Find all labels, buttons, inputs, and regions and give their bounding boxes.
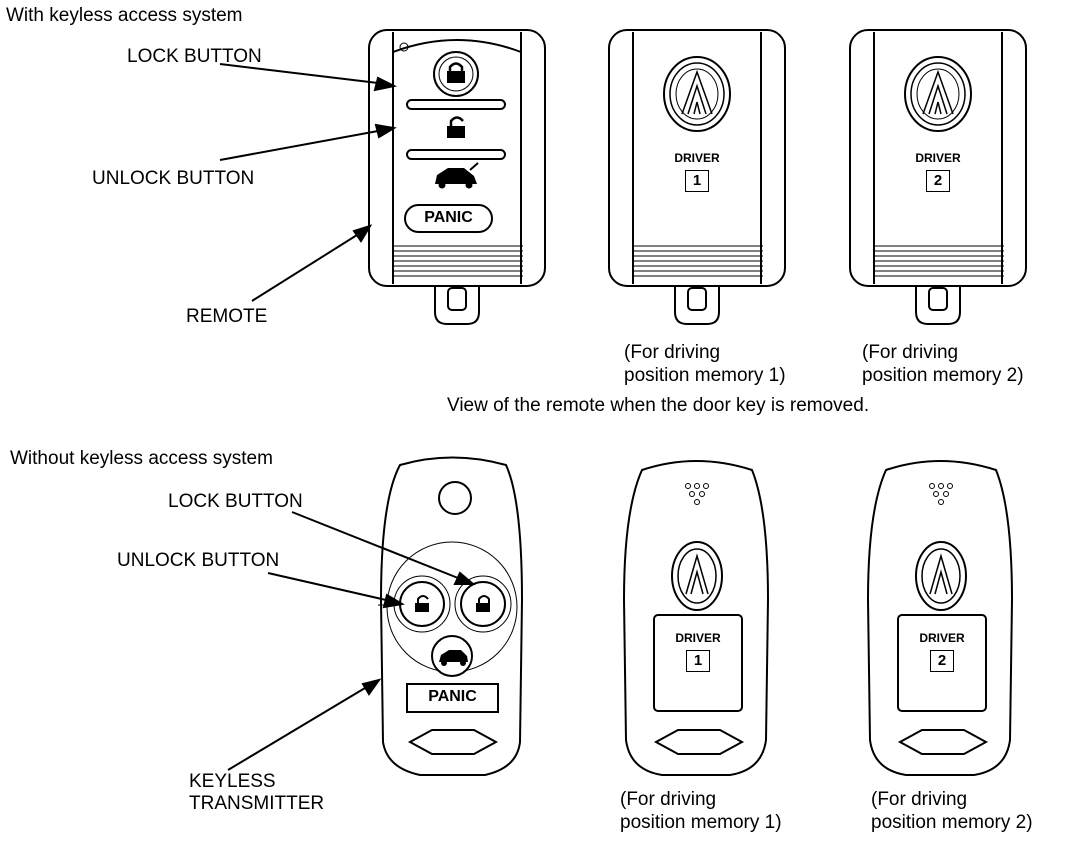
- driver-number-box: 1: [686, 650, 710, 672]
- key-release-button[interactable]: [438, 481, 472, 515]
- unlock-icon: [447, 116, 465, 138]
- removed-key-note: View of the remote when the door key is …: [447, 395, 870, 416]
- transmitter-label-line1: KEYLESS: [189, 771, 276, 792]
- driver-tag: DRIVER: [674, 151, 720, 165]
- unlock-button[interactable]: [447, 116, 465, 139]
- vehicle-icon: [435, 162, 479, 189]
- key-ring-icon: [674, 281, 720, 325]
- panic-button[interactable]: [404, 204, 493, 233]
- memory-remote-1: [608, 29, 786, 325]
- lock-button-label: LOCK BUTTON: [168, 491, 303, 512]
- driver-tag: DRIVER: [919, 631, 965, 645]
- memory-caption-line1: (For driving: [862, 342, 959, 363]
- lock-icon: [447, 62, 465, 83]
- driver-number-box: 1: [685, 170, 709, 192]
- vehicle-icon: [439, 650, 468, 666]
- panic-button-transmitter[interactable]: [406, 683, 499, 713]
- driver-number-box: 2: [930, 650, 954, 672]
- memory-caption-line1: (For driving: [871, 789, 968, 810]
- trunk-button[interactable]: [435, 162, 479, 189]
- transmitter-label-line2: TRANSMITTER: [189, 793, 325, 814]
- lock-button-label: LOCK BUTTON: [127, 46, 262, 67]
- section-heading-no-keyless: Without keyless access system: [10, 448, 273, 469]
- memory-caption-line1: (For driving: [624, 342, 721, 363]
- acura-logo-icon: [663, 56, 731, 132]
- memory-caption-line1: (For driving: [620, 789, 717, 810]
- lock-icon: [476, 595, 490, 612]
- memory-caption-line2: position memory 1): [620, 812, 782, 833]
- memory-remote-2: [849, 29, 1027, 325]
- remote-label: REMOTE: [186, 306, 268, 327]
- acura-logo-icon: [904, 56, 972, 132]
- driver-tag: DRIVER: [675, 631, 721, 645]
- acura-logo-icon: [671, 541, 723, 611]
- button-divider: [406, 99, 506, 110]
- leader-arrows: [219, 63, 476, 771]
- key-ring-icon: [434, 281, 480, 325]
- button-divider: [406, 149, 506, 160]
- memory-caption-line2: position memory 1): [624, 365, 786, 386]
- memory-caption-line2: position memory 2): [862, 365, 1024, 386]
- memory-fob-1: [622, 460, 770, 776]
- unlock-button-label: UNLOCK BUTTON: [92, 168, 255, 189]
- key-ring-icon: [915, 281, 961, 325]
- lock-button[interactable]: [433, 51, 479, 97]
- panic-label: PANIC: [428, 688, 477, 705]
- trunk-button-transmitter[interactable]: [431, 635, 473, 677]
- driver-tag: DRIVER: [915, 151, 961, 165]
- acura-logo-icon: [915, 541, 967, 611]
- memory-caption-line2: position memory 2): [871, 812, 1033, 833]
- unlock-button-label: UNLOCK BUTTON: [117, 550, 280, 571]
- unlock-icon: [415, 595, 429, 612]
- section-heading-keyless: With keyless access system: [6, 5, 243, 26]
- lock-button-transmitter[interactable]: [454, 575, 512, 633]
- driver-number-box: 2: [926, 170, 950, 192]
- panic-label: PANIC: [424, 209, 473, 226]
- memory-fob-2: [866, 460, 1014, 776]
